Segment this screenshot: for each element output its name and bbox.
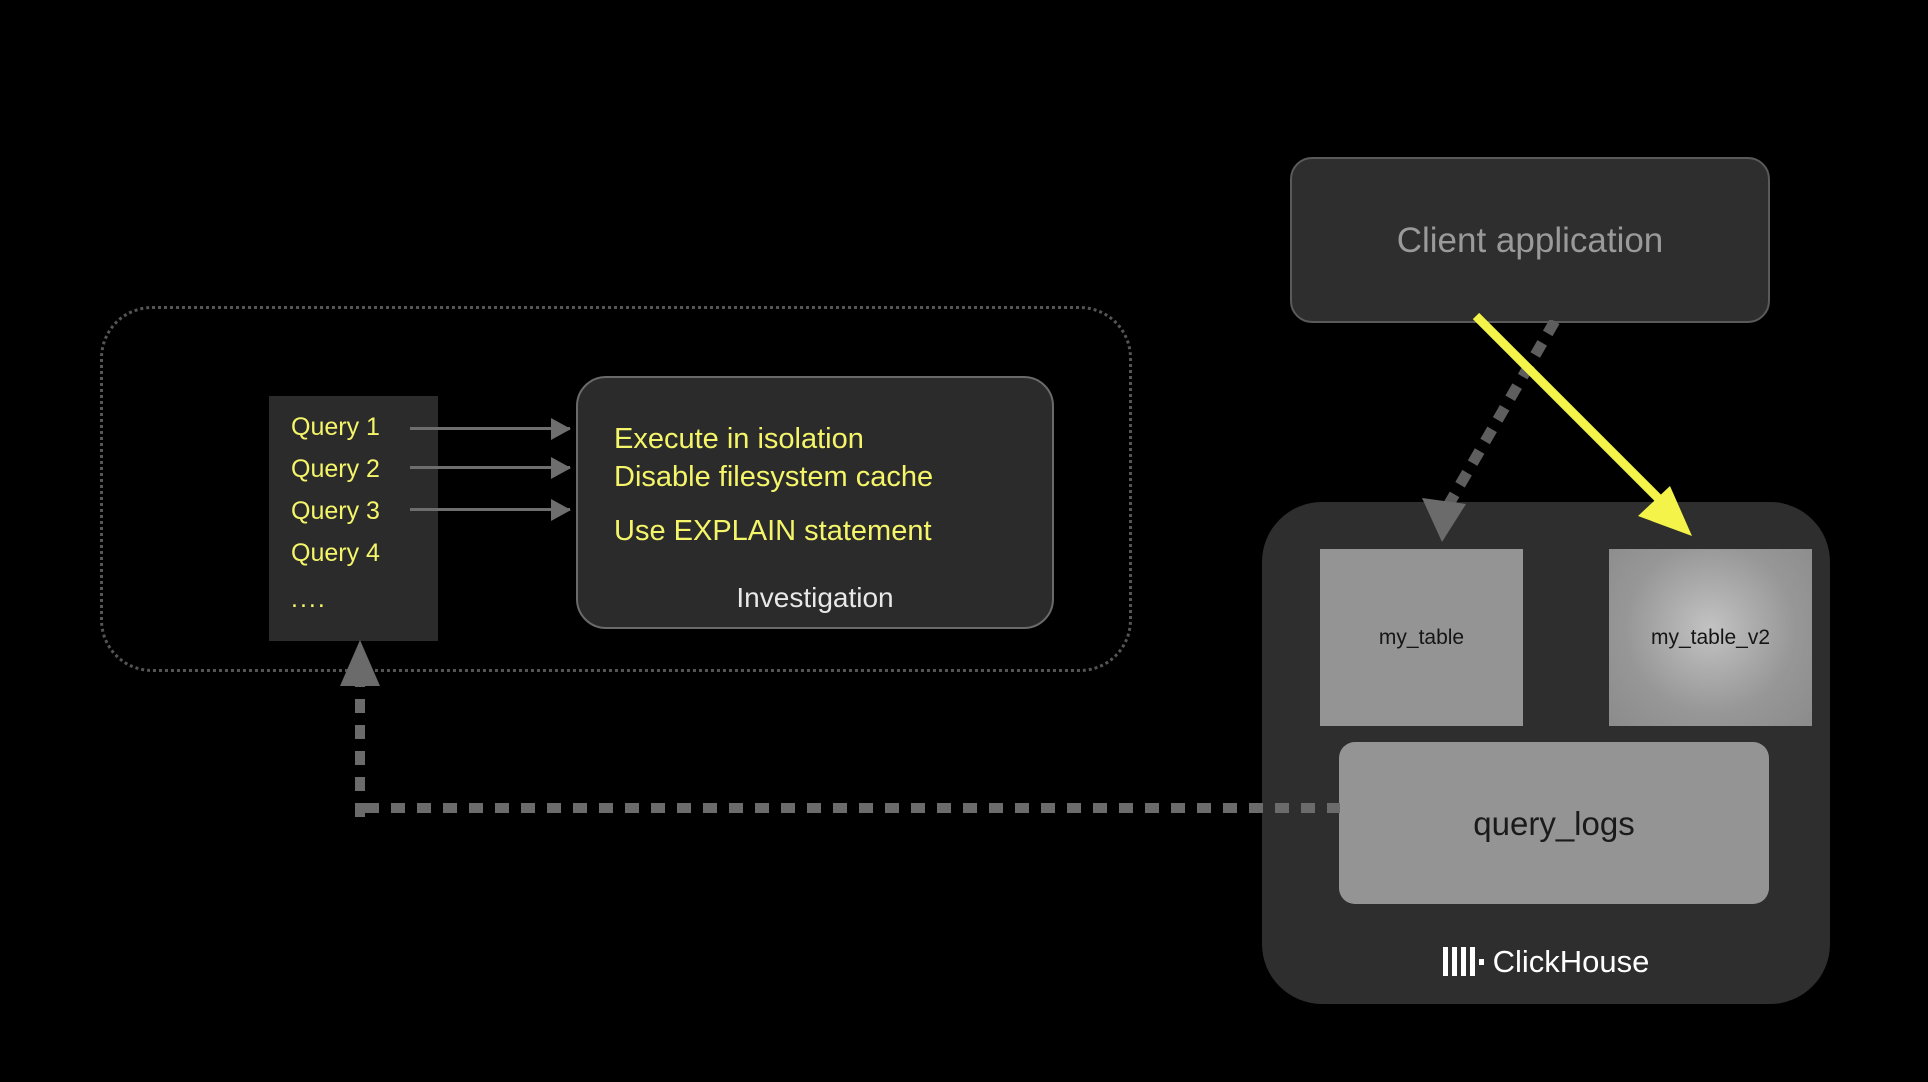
arrow-query-3-to-investigation xyxy=(410,499,571,521)
table-my-table: my_table xyxy=(1320,549,1523,726)
investigation-box: Execute in isolation Disable filesystem … xyxy=(576,376,1054,629)
workflow-container xyxy=(100,306,1132,672)
arrow-query-1-to-investigation xyxy=(410,418,571,440)
query-logs-label: query_logs xyxy=(1473,804,1635,842)
query-list-box: Query 1 Query 2 Query 3 Query 4 .... xyxy=(269,396,438,641)
list-item-query-2: Query 2 xyxy=(291,455,380,483)
list-item-query-1: Query 1 xyxy=(291,413,380,441)
client-application-box: Client application xyxy=(1290,157,1770,323)
clickhouse-logo: ClickHouse xyxy=(1262,946,1830,977)
investigation-step-1: Execute in isolation xyxy=(614,423,864,455)
list-item-query-ellipsis: .... xyxy=(291,585,327,613)
list-item-query-3: Query 3 xyxy=(291,497,380,525)
feedback-path-query-logs-to-queries xyxy=(340,640,1340,817)
list-item-query-4: Query 4 xyxy=(291,539,380,567)
arrow-query-2-to-investigation xyxy=(410,457,571,479)
clickhouse-logo-text: ClickHouse xyxy=(1492,944,1650,979)
table-my-table-label: my_table xyxy=(1378,626,1465,649)
clickhouse-logo-icon xyxy=(1442,947,1484,976)
client-application-label: Client application xyxy=(1396,220,1664,260)
query-logs-box: query_logs xyxy=(1339,742,1769,904)
clickhouse-container: my_table my_table_v2 query_logs ClickHou… xyxy=(1262,502,1830,1004)
table-my-table-v2: my_table_v2 xyxy=(1609,549,1812,726)
investigation-caption: Investigation xyxy=(736,582,894,613)
investigation-step-3: Use EXPLAIN statement xyxy=(614,515,932,547)
investigation-step-2: Disable filesystem cache xyxy=(614,461,934,493)
table-my-table-v2-label: my_table_v2 xyxy=(1650,626,1771,649)
